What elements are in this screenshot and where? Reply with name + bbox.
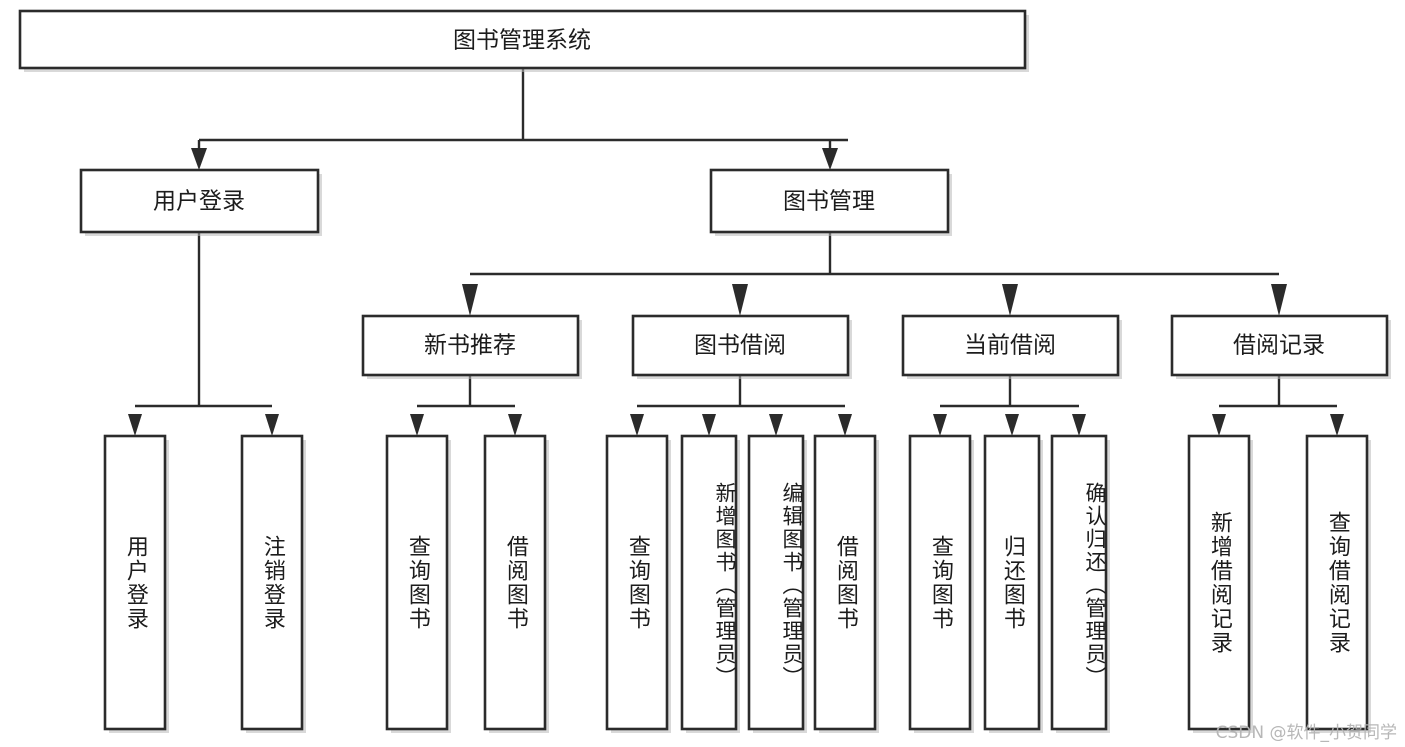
arrow-head-leaf-confirm-return bbox=[1072, 414, 1086, 436]
arrow-head-leaf-borrow-book-1 bbox=[508, 414, 522, 436]
arrow-head-leaf-add-record bbox=[1212, 414, 1226, 436]
leaf-rect-return-book[interactable] bbox=[983, 434, 1041, 731]
arrow-head-leaf-return-book bbox=[1005, 414, 1019, 436]
node-current-borrow-label: 当前借阅 bbox=[964, 333, 1056, 359]
csdn-watermark: CSDN @软件_小贺同学 bbox=[1215, 723, 1397, 743]
arrow-head-leaf-query-record bbox=[1330, 414, 1344, 436]
leaf-rect-query-book-1[interactable] bbox=[385, 434, 449, 731]
arrow-head-leaf-query-book-3 bbox=[933, 414, 947, 436]
node-new-book-recommend-rect[interactable] bbox=[361, 314, 580, 377]
node-root-rect[interactable] bbox=[18, 9, 1027, 70]
node-book-borrow[interactable]: 图书借阅 bbox=[631, 314, 852, 379]
leaf-rect-edit-book[interactable] bbox=[747, 434, 805, 731]
arrow-head-current-borrow bbox=[1002, 284, 1018, 316]
arrow-head-leaf-logout bbox=[265, 414, 279, 436]
node-new-book-recommend[interactable]: 新书推荐 bbox=[361, 314, 582, 379]
arrow-head-leaf-add-book bbox=[702, 414, 716, 436]
leaf-rect-confirm-return[interactable] bbox=[1050, 434, 1108, 731]
node-user-login[interactable]: 用户登录 bbox=[79, 168, 322, 236]
leaf-rect-add-book[interactable] bbox=[680, 434, 738, 731]
leaf-rect-borrow-book-2[interactable] bbox=[813, 434, 877, 731]
node-borrow-record-label: 借阅记录 bbox=[1233, 333, 1325, 359]
node-book-management-label: 图书管理 bbox=[783, 189, 875, 215]
arrow-head-book-borrow bbox=[732, 284, 748, 316]
arrow-head-leaf-borrow-book-2 bbox=[838, 414, 852, 436]
arrow-head-book-mgmt bbox=[822, 148, 838, 170]
leaf-rect-logout[interactable] bbox=[240, 434, 304, 731]
node-current-borrow[interactable]: 当前借阅 bbox=[901, 314, 1122, 379]
leaf-box-layer bbox=[103, 434, 1371, 733]
arrow-head-leaf-query-book-2 bbox=[630, 414, 644, 436]
arrow-head-new-book-rec bbox=[462, 284, 478, 316]
leaf-rect-add-record[interactable] bbox=[1187, 434, 1251, 731]
arrow-head-leaf-edit-book bbox=[769, 414, 783, 436]
leaf-rect-user-login[interactable] bbox=[103, 434, 167, 731]
arrow-head-leaf-query-book-1 bbox=[410, 414, 424, 436]
node-current-borrow-rect[interactable] bbox=[901, 314, 1120, 377]
leaf-rect-query-book-3[interactable] bbox=[908, 434, 972, 731]
node-borrow-record-rect[interactable] bbox=[1170, 314, 1389, 377]
leaf-rect-query-record[interactable] bbox=[1305, 434, 1369, 731]
leaf-rect-borrow-book-1[interactable] bbox=[483, 434, 547, 731]
node-borrow-record[interactable]: 借阅记录 bbox=[1170, 314, 1391, 379]
node-book-borrow-label: 图书借阅 bbox=[694, 333, 786, 359]
node-book-management[interactable]: 图书管理 bbox=[709, 168, 952, 236]
arrow-head-user-login bbox=[191, 148, 207, 170]
node-book-borrow-rect[interactable] bbox=[631, 314, 850, 377]
node-root[interactable]: 图书管理系统 bbox=[18, 9, 1029, 72]
node-root-label: 图书管理系统 bbox=[453, 28, 591, 54]
node-user-login-label: 用户登录 bbox=[153, 189, 245, 215]
arrow-head-leaf-user-login bbox=[128, 414, 142, 436]
connector-layer bbox=[128, 68, 1344, 436]
node-new-book-recommend-label: 新书推荐 bbox=[424, 333, 516, 359]
node-user-login-rect[interactable] bbox=[79, 168, 320, 234]
leaf-rect-query-book-2[interactable] bbox=[605, 434, 669, 731]
arrow-head-borrow-record bbox=[1271, 284, 1287, 316]
node-book-management-rect[interactable] bbox=[709, 168, 950, 234]
